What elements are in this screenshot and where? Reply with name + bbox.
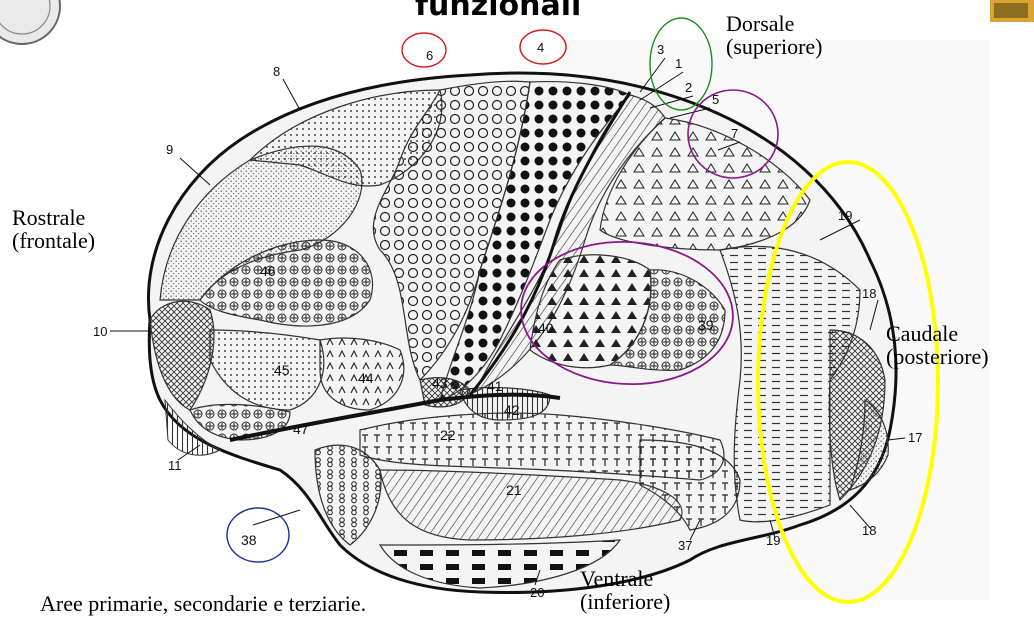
area-41-label: 41	[487, 378, 503, 394]
caudal-label: Caudale (posteriore)	[886, 322, 989, 368]
area-1-label: 1	[675, 56, 682, 71]
rostral-label: Rostrale (frontale)	[12, 206, 95, 252]
highlight-area-38-circle	[227, 508, 289, 562]
area-11-label: 11	[168, 458, 182, 473]
dorsal-label-line1: Dorsale	[726, 12, 823, 35]
ventral-label: Ventrale (inferiore)	[580, 567, 670, 613]
area-19-top-label: 19	[838, 208, 852, 223]
area-10-label: 10	[93, 324, 107, 339]
area-45-label: 45	[274, 362, 290, 378]
area-4-label: 4	[537, 40, 544, 55]
area-9-label: 9	[166, 142, 173, 157]
area-8-label: 8	[273, 64, 280, 79]
area-17-label: 17	[908, 430, 922, 445]
area-47-label: 47	[293, 421, 309, 437]
rostral-label-line1: Rostrale	[12, 206, 95, 229]
area-39-label: 39	[698, 317, 714, 333]
area-20-label: 20	[530, 585, 544, 600]
area-6-label: 6	[426, 48, 433, 63]
ventral-label-line2: (inferiore)	[580, 590, 670, 613]
highlight-area-6-circle	[402, 33, 446, 67]
slide-caption: Aree primarie, secondarie e terziarie.	[40, 591, 366, 617]
area-46-label: 46	[260, 263, 276, 279]
ventral-label-line1: Ventrale	[580, 567, 670, 590]
area-7-label: 7	[731, 126, 738, 141]
area-44-label: 44	[358, 370, 374, 386]
rostral-label-line2: (frontale)	[12, 229, 95, 252]
area-40-label: 40	[538, 320, 554, 336]
caudal-label-line2: (posteriore)	[886, 345, 989, 368]
area-3-label: 3	[657, 42, 664, 57]
area-37-label: 37	[678, 538, 692, 553]
dorsal-label: Dorsale (superiore)	[726, 12, 823, 58]
area-43-label: 43	[432, 375, 448, 391]
caudal-label-line1: Caudale	[886, 322, 989, 345]
slide-title: funzionali	[415, 0, 581, 23]
area-22-label: 22	[440, 427, 456, 443]
area-2-label: 2	[685, 80, 692, 95]
area-18-top-label: 18	[862, 286, 876, 301]
area-21-label: 21	[506, 482, 522, 498]
university-seal-logo	[0, 0, 60, 44]
area-18-bottom-label: 18	[862, 523, 876, 538]
area-19-bottom-label: 19	[766, 533, 780, 548]
area-38-label: 38	[241, 532, 257, 548]
institution-logo	[990, 0, 1034, 22]
area-42-label: 42	[504, 402, 520, 418]
dorsal-label-line2: (superiore)	[726, 35, 823, 58]
